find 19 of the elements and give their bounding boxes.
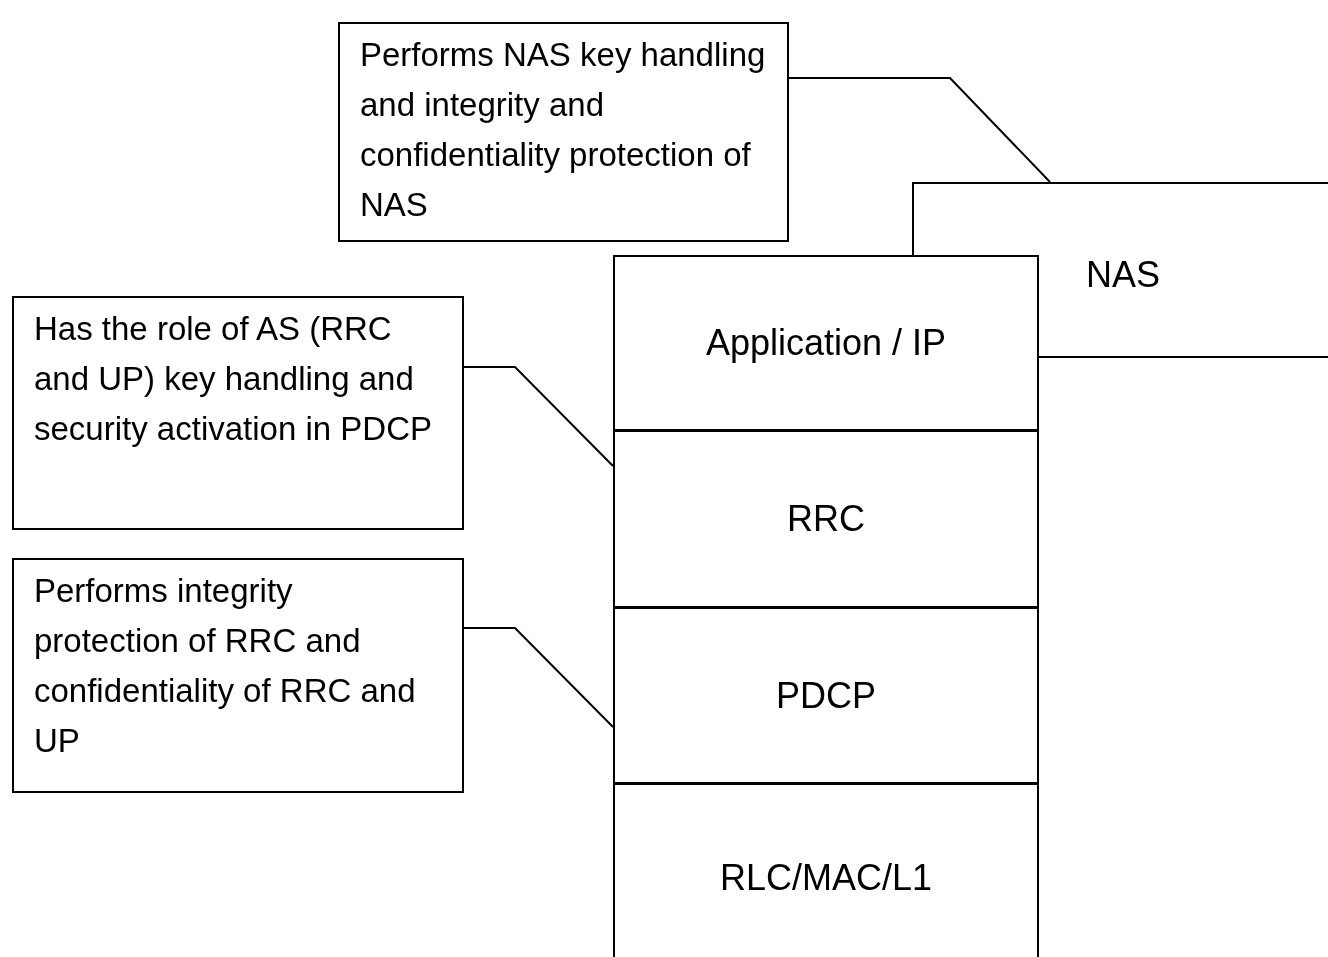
protocol-layer-box [613,255,1039,431]
layer-label: RLC/MAC/L1 [719,857,933,899]
layer-label: Application / IP [705,322,947,364]
callout-text: Performs integrity protection of RRC and confidentiality of RRC and UP [34,572,416,759]
callout-box [338,22,789,242]
leader-line [788,77,1051,183]
callout-box [12,558,464,793]
leader-line [463,366,614,467]
protocol-layer-box [1038,182,1328,358]
layer-label: PDCP [776,674,876,717]
layer-label: NAS [1086,254,1161,296]
protocol-layer-box [613,607,1039,784]
callout-box [12,296,464,530]
callout-text: Performs NAS key handling and integrity and confidentiality protection of NAS [360,36,766,223]
callout-text: Has the role of AS (RRC and UP) key handling and security activation in PDCP [34,310,432,447]
layer-label: RRC [787,498,865,540]
protocol-layer-box [613,783,1039,957]
leader-line [463,627,614,728]
protocol-layer-box [613,430,1039,608]
